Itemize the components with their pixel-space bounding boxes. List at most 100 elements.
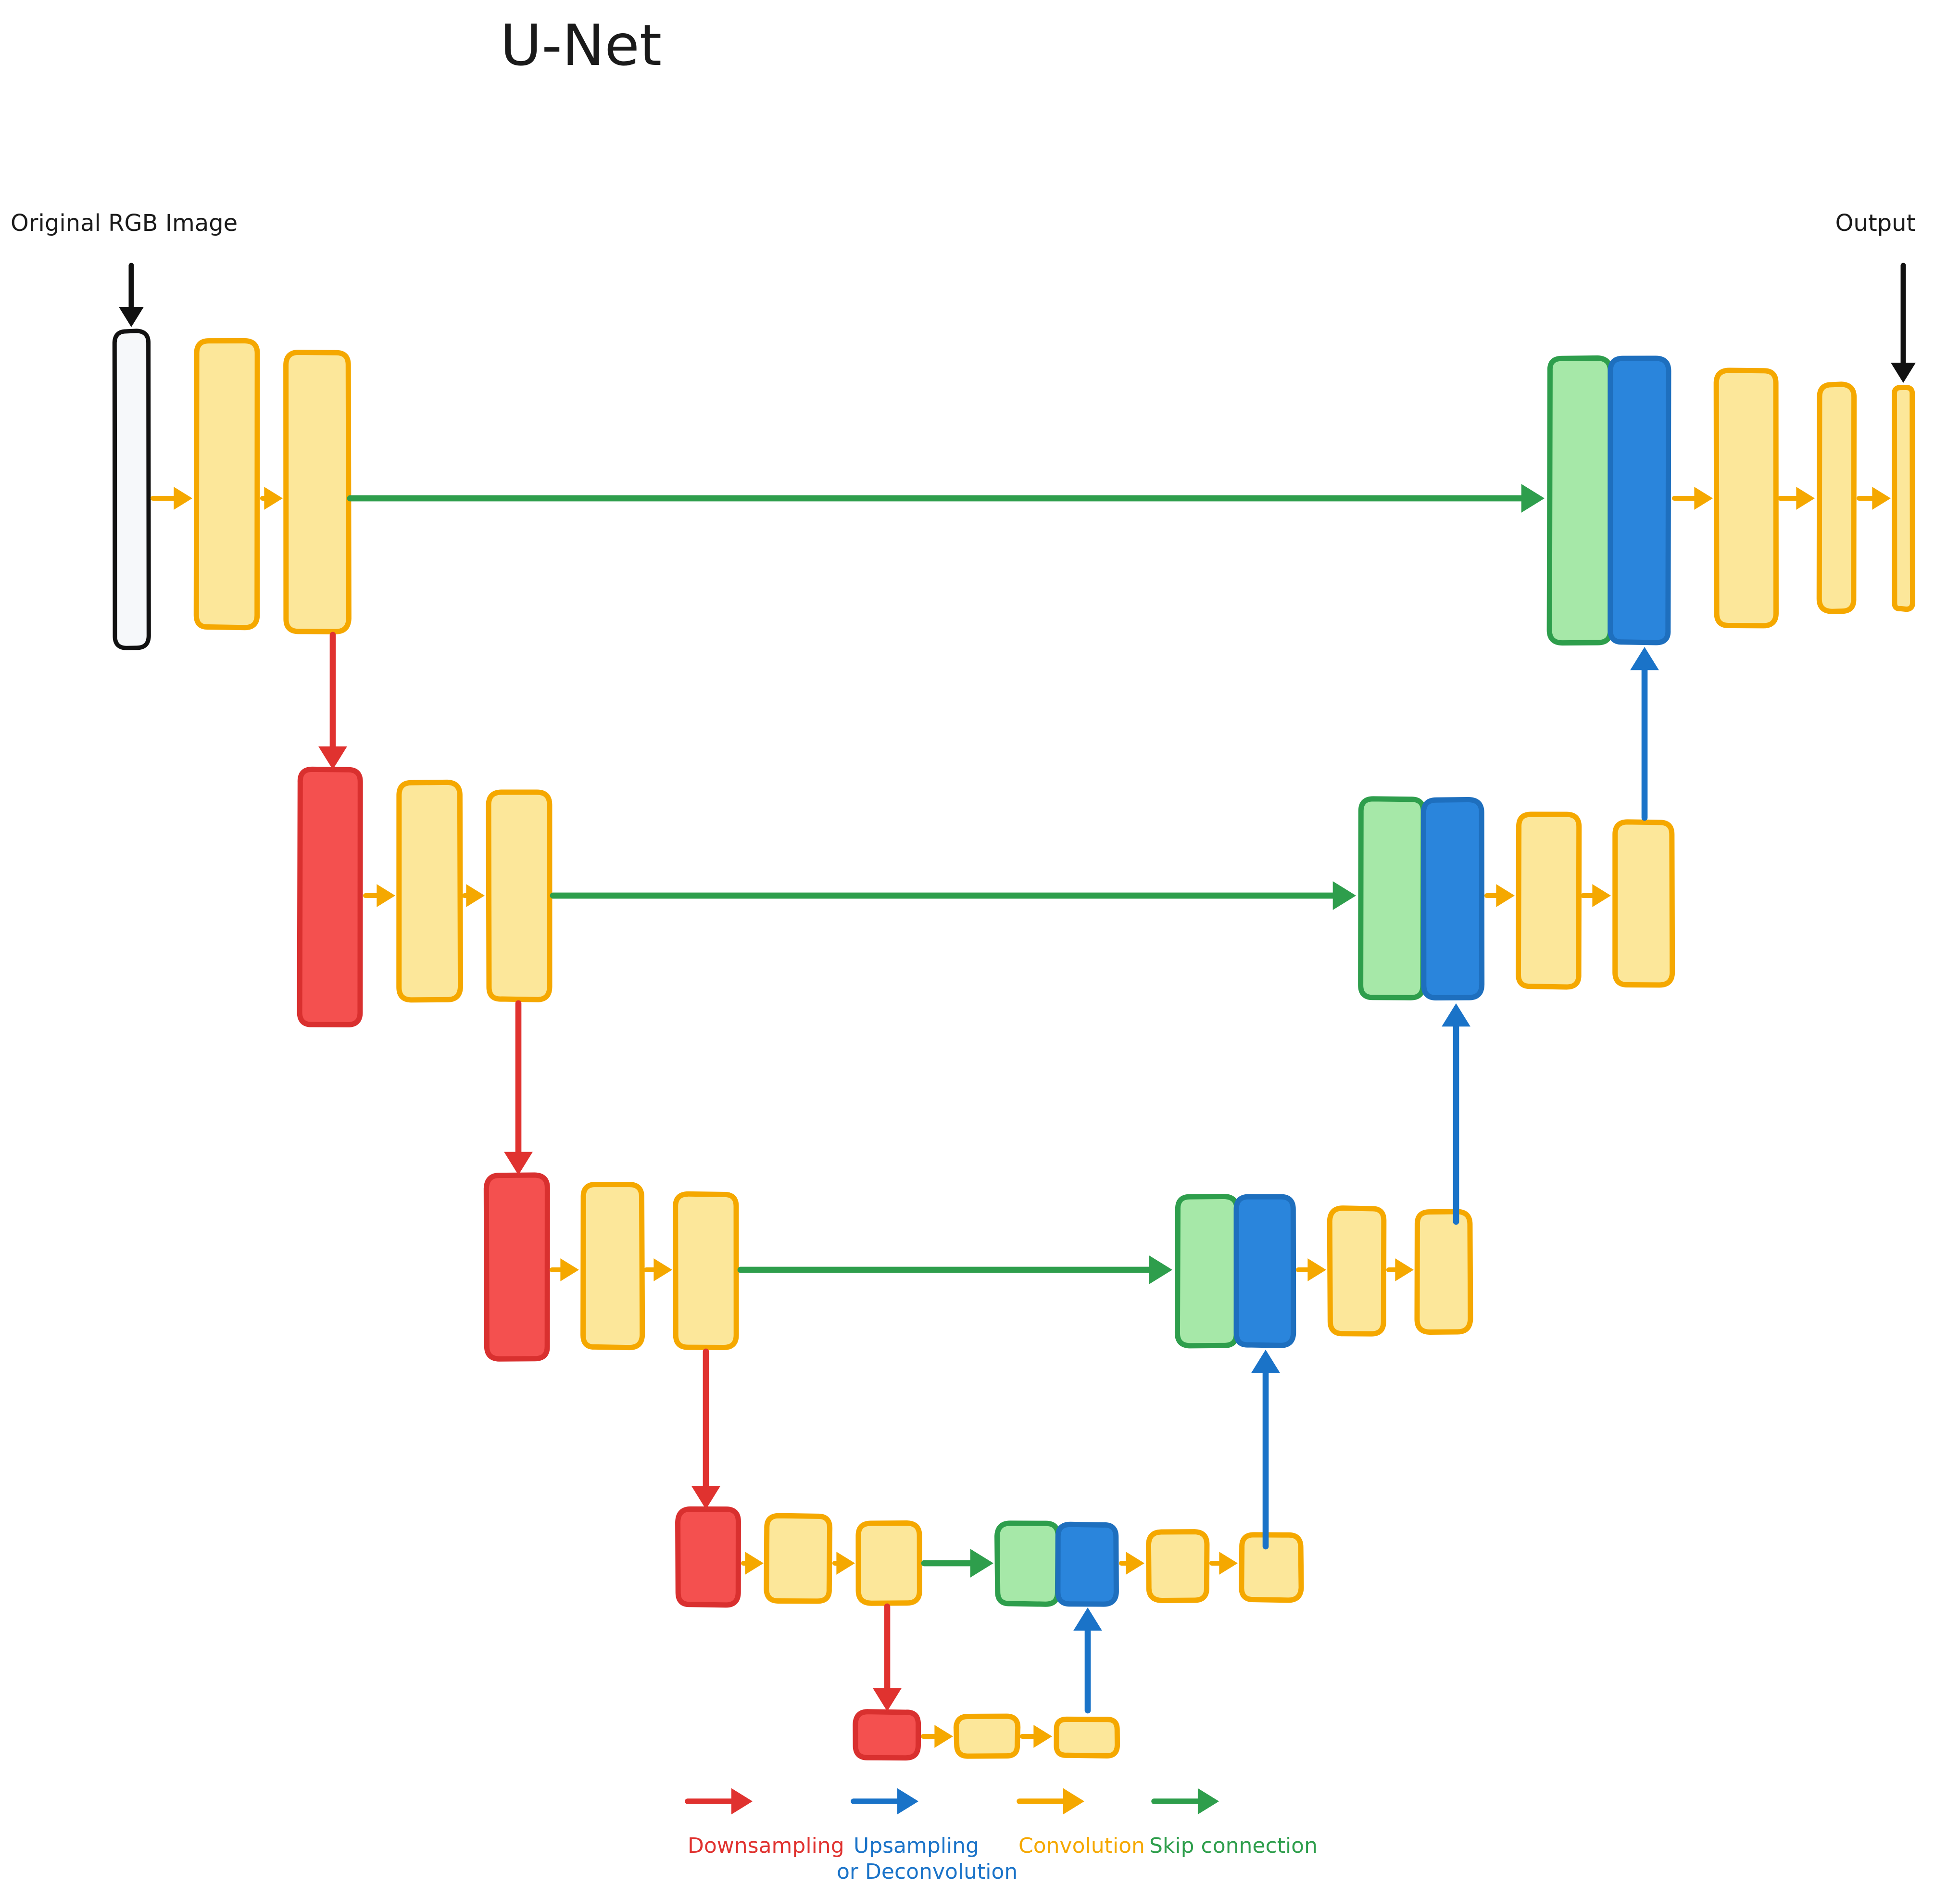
convolution-arrow-level-4-2 xyxy=(1118,1552,1144,1575)
diagram-geometry xyxy=(112,263,1916,1815)
legend-arrow-1 xyxy=(851,1788,918,1815)
convolution-arrow-level-4-1-head xyxy=(836,1552,855,1575)
convolution-arrow-bottleneck-1 xyxy=(1019,1725,1052,1748)
downsampling-block-level-2-enc-0 xyxy=(297,766,363,1028)
convolution-arrow-level-3-2 xyxy=(1295,1258,1326,1281)
upsampling-arrow-level-1-head xyxy=(1630,647,1659,671)
upsampling-block-level-2-dec-1 xyxy=(1420,797,1485,1001)
upsampling-block-level-3-dec-1 xyxy=(1233,1194,1296,1348)
input-label: Original RGB Image xyxy=(11,210,238,237)
feature-map-block-level-2-dec-2 xyxy=(1515,811,1582,990)
downsampling-block-bottleneck-enc-0 xyxy=(853,1709,921,1761)
feature-map-block-level-4-enc-1 xyxy=(764,1513,833,1604)
upsampling-block-level-4-dec-1 xyxy=(1055,1521,1119,1607)
skip-connection-block-level-2-dec-0 xyxy=(1358,796,1426,1000)
feature-map-block-level-4-dec-2 xyxy=(1145,1529,1210,1603)
convolution-arrow-level-1-0 xyxy=(150,487,192,510)
input-image-block-level-1-enc-0 xyxy=(112,329,151,650)
feature-map-block-level-3-dec-2 xyxy=(1327,1205,1387,1337)
downsampling-block-level-4-enc-0 xyxy=(675,1506,741,1608)
downsampling-block-level-3-enc-0 xyxy=(483,1172,550,1362)
convolution-arrow-level-1-4 xyxy=(1856,487,1891,510)
upsampling-arrow-level-4-head xyxy=(1073,1607,1102,1631)
legend-label-downsampling: Downsampling xyxy=(688,1834,844,1858)
feature-map-block-level-2-enc-2 xyxy=(486,789,553,1002)
convolution-arrow-level-1-4-head xyxy=(1872,487,1891,510)
input-arrow xyxy=(119,263,144,327)
feature-map-block-level-4-enc-2 xyxy=(855,1520,922,1606)
feature-map-block-level-3-enc-1 xyxy=(580,1182,645,1351)
skip-arrow-level-3-head xyxy=(1149,1255,1172,1284)
convolution-arrow-level-1-2 xyxy=(1671,487,1713,510)
convolution-arrow-bottleneck-0-head xyxy=(934,1725,953,1748)
skip-arrow-level-2-head xyxy=(1332,881,1356,910)
legend-arrow-0-head xyxy=(731,1788,753,1815)
downsampling-arrow-level-4-head xyxy=(873,1688,902,1711)
page-title: U-Net xyxy=(500,12,662,78)
upsampling-arrow-level-2-head xyxy=(1442,1003,1470,1027)
skip-connection-block-level-3-dec-0 xyxy=(1174,1193,1240,1349)
downsampling-arrow-level-1 xyxy=(318,632,347,770)
convolution-arrow-level-4-0-head xyxy=(745,1552,764,1575)
upsampling-arrow-level-3-head xyxy=(1251,1350,1280,1373)
convolution-arrow-level-4-1 xyxy=(832,1552,855,1575)
convolution-arrow-level-2-0-head xyxy=(377,884,395,907)
feature-map-block-level-1-dec-3 xyxy=(1816,381,1857,614)
legend-arrow-0 xyxy=(685,1788,753,1815)
downsampling-arrow-level-2 xyxy=(504,1000,533,1175)
convolution-arrow-level-1-1-head xyxy=(264,487,283,510)
downsampling-arrow-level-3-head xyxy=(691,1486,720,1509)
legend-arrow-2-head xyxy=(1063,1788,1084,1815)
convolution-arrow-level-3-0 xyxy=(549,1258,579,1281)
legend-label-upsampling: Upsampling xyxy=(854,1834,979,1858)
convolution-arrow-level-4-3 xyxy=(1209,1552,1238,1575)
downsampling-arrow-level-3 xyxy=(691,1348,720,1509)
convolution-arrow-level-2-2 xyxy=(1484,884,1515,907)
feature-map-block-bottleneck-enc-2 xyxy=(1054,1716,1120,1758)
convolution-arrow-level-2-2-head xyxy=(1496,884,1515,907)
legend-arrow-1-head xyxy=(897,1788,918,1815)
upsampling-arrow-level-2 xyxy=(1442,1003,1470,1225)
feature-map-block-level-1-enc-1 xyxy=(193,338,260,631)
convolution-arrow-level-2-3-head xyxy=(1592,884,1611,907)
skip-arrow-level-1-head xyxy=(1521,484,1545,513)
legend-label-deconvolution: or Deconvolution xyxy=(837,1860,1018,1884)
legend-label-skip-connection: Skip connection xyxy=(1149,1834,1318,1858)
convolution-arrow-level-3-0-head xyxy=(560,1258,579,1281)
upsampling-arrow-level-4 xyxy=(1073,1607,1102,1714)
skip-arrow-level-4-head xyxy=(970,1549,993,1578)
convolution-arrow-level-2-1 xyxy=(462,884,485,907)
skip-connection-block-level-1-dec-0 xyxy=(1546,355,1613,646)
feature-map-block-level-2-dec-3 xyxy=(1612,819,1675,988)
downsampling-arrow-level-2-head xyxy=(504,1151,533,1175)
feature-map-block-level-2-enc-1 xyxy=(396,779,464,1003)
legend-label-convolution: Convolution xyxy=(1018,1834,1145,1858)
downsampling-arrow-level-4 xyxy=(873,1603,902,1711)
convolution-arrow-level-3-3-head xyxy=(1395,1258,1414,1281)
convolution-arrow-level-2-3 xyxy=(1580,884,1611,907)
convolution-arrow-level-4-3-head xyxy=(1219,1552,1238,1575)
skip-arrow-level-2 xyxy=(550,881,1356,910)
convolution-arrow-level-2-0 xyxy=(363,884,395,907)
legend-arrow-3-head xyxy=(1197,1788,1219,1815)
feature-map-block-level-1-dec-2 xyxy=(1713,367,1779,629)
legend: Downsampling Upsampling or Deconvolution… xyxy=(688,1834,1318,1884)
output-arrow-head xyxy=(1891,363,1916,383)
skip-arrow-level-3 xyxy=(737,1255,1172,1284)
convolution-arrow-level-1-2-head xyxy=(1694,487,1713,510)
upsampling-arrow-level-3 xyxy=(1251,1350,1280,1550)
feature-map-block-level-3-dec-3 xyxy=(1414,1209,1473,1335)
input-arrow-head xyxy=(119,307,144,327)
convolution-arrow-level-3-2-head xyxy=(1307,1258,1326,1281)
convolution-arrow-level-2-1-head xyxy=(466,884,485,907)
feature-map-block-level-1-enc-2 xyxy=(283,349,352,634)
convolution-arrow-level-1-0-head xyxy=(174,487,192,510)
upsampling-block-level-1-dec-1 xyxy=(1608,355,1671,645)
convolution-arrow-bottleneck-1-head xyxy=(1033,1725,1052,1748)
convolution-arrow-level-1-1 xyxy=(260,487,283,510)
convolution-arrow-level-1-3-head xyxy=(1796,487,1815,510)
upsampling-arrow-level-1 xyxy=(1630,647,1659,821)
skip-arrow-level-1 xyxy=(347,484,1545,513)
convolution-arrow-level-3-3 xyxy=(1386,1258,1414,1281)
